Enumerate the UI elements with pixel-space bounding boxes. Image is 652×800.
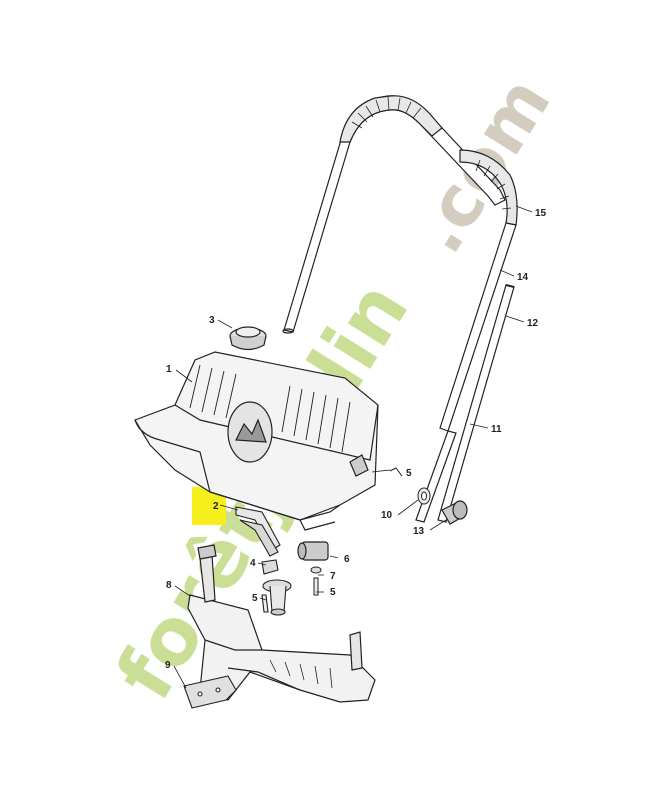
callout-6: 6 <box>344 554 350 565</box>
tank-cap <box>229 326 267 351</box>
tank-body <box>134 351 379 531</box>
pump-fitting <box>262 579 292 616</box>
frame <box>187 544 376 703</box>
bushing <box>297 541 329 561</box>
callout-12: 12 <box>527 318 539 329</box>
callout-15: 15 <box>535 208 547 219</box>
callout-8: 8 <box>166 580 172 591</box>
callout-5c: 5 <box>330 587 336 598</box>
callout-5a: 5 <box>406 468 412 479</box>
callout-1: 1 <box>166 364 172 375</box>
callout-9: 9 <box>165 660 171 671</box>
callout-4: 4 <box>250 558 256 569</box>
leader-lines <box>173 205 533 689</box>
callout-10: 10 <box>381 510 393 521</box>
washer-screws <box>310 467 431 596</box>
callout-11: 11 <box>491 424 502 435</box>
callout-2: 2 <box>213 501 219 512</box>
spring-lever <box>235 506 281 557</box>
mounting-plate <box>183 675 237 709</box>
callout-14: 14 <box>517 272 529 283</box>
knob <box>441 500 468 525</box>
callout-7: 7 <box>330 571 336 582</box>
callout-3: 3 <box>209 315 215 326</box>
callout-13: 13 <box>413 526 425 537</box>
callout-5b: 5 <box>252 593 258 604</box>
callouts: 1 2 3 4 5 5 5 6 7 8 9 10 11 12 13 14 15 <box>165 208 547 671</box>
